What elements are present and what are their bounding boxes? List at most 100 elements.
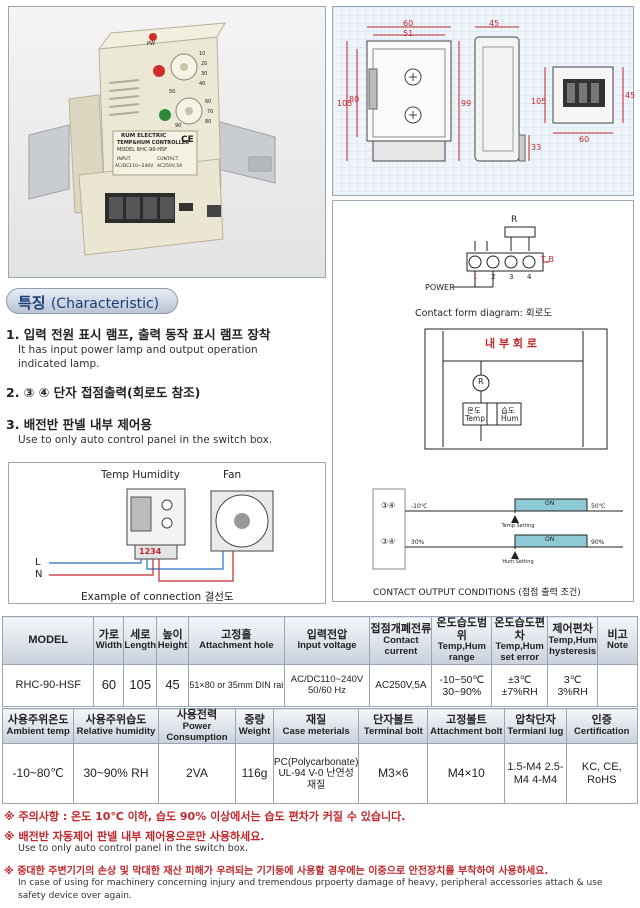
table-row: RHC-90-HSF 60 105 45 51×80 or 35mm DIN r… [1,664,638,708]
line-n-label: N [35,569,43,580]
cell-terminal-bolt: M3×6 [358,743,429,805]
characteristic-title: 특징 (Characteristic) [18,292,159,313]
on-label-hum: ON [545,536,555,543]
table-row: -10~80℃ 30~90% RH 2VA 116g PC(Polycarbon… [1,743,639,805]
terminal-numbers: 1234 [139,547,162,556]
input-value: AC/DC110~240V [115,164,154,169]
product-illustration [28,22,276,256]
hum-kr-label: 습도 [501,406,515,415]
hum-en-label: Hum [501,414,519,423]
contact-form-caption: Contact form diagram: 회로도 [415,308,553,319]
dial-mark: 80 [205,119,212,125]
note-panel-only-en: Use to only auto control panel in the sw… [18,843,248,854]
dim-height-right: 99 [461,99,472,108]
char-item-1: 1. 입력 전원 표시 램프, 출력 동작 표시 램프 장착 [6,327,271,342]
dimension-drawing: 60 51 105 80 99 45 105 33 60 45 [332,6,636,196]
char-item-3-en: Use to only auto control panel in the sw… [18,434,273,446]
tb-label: T,B [541,255,554,264]
cell-case-materials: PC(Polycarbonate) UL-94 V-0 난연성 재질 [272,743,360,805]
hum-high-label: 90% [591,539,605,546]
cell-width: 60 [93,664,125,708]
dial-mark: 10 [199,51,206,57]
temp-humidity-label: Temp Humidity [101,469,180,481]
output-2-label: ③④ [381,537,396,546]
dim-top-height: 45 [625,91,636,100]
cell-set-error: ±3℃ ±7%RH [491,664,549,708]
note-safety: ※ 중대한 주변기기의 손상 및 막대한 재산 피해가 우려되는 기기등에 사용… [4,866,549,877]
cell-certification: KC, CE, RoHS [565,743,639,805]
dial-mark: 50 [169,89,176,95]
characteristic-badge [6,288,178,314]
cell-weight: 116g [235,743,274,805]
dim-side-width: 45 [489,19,500,28]
cell-height: 45 [156,664,190,708]
char-item-1-en: It has input power lamp and output opera… [18,344,258,356]
char-item-2: 2. ③ ④ 단자 접점출력(회로도 참조) [6,385,201,400]
characteristic-title-en: (Characteristic) [50,296,160,312]
terminal-2: 2 [491,273,496,281]
output-conditions-caption: CONTACT OUTPUT CONDITIONS (접점 출력 조건) [373,588,581,598]
header-model: MODEL [1,615,95,666]
connection-example: Temp Humidity Fan 1234 L N Example of co… [8,462,326,604]
char-item-3: 3. 배전반 판넬 내부 제어용 [6,417,152,432]
dim-height-inner: 80 [349,95,360,104]
cell-ambient-temp: -10~80℃ [1,743,75,805]
terminal-3: 3 [509,273,514,281]
dim-front-width: 60 [403,19,414,28]
cell-length: 105 [123,664,158,708]
line-l-label: L [35,557,41,568]
dial-mark: 40 [199,81,206,87]
internal-circuit-title: 내 부 회 로 [485,337,537,350]
output-1-label: ③④ [381,501,396,510]
hum-setting-label: Hum Setting [502,559,534,565]
cell-attachment-bolt: M4×10 [427,743,506,805]
temp-low-label: -10℃ [411,503,428,510]
hum-low-label: 30% [411,539,425,546]
dial-mark: 60 [205,99,212,105]
connection-wiring [49,488,274,582]
note-safety-en: safety device over again. [18,891,132,901]
temp-high-label: 50℃ [591,503,606,510]
relay-r-label: R [478,377,484,386]
dim-bottom: 33 [531,143,542,152]
input-label: INPUT [117,157,131,162]
cell-input-voltage: AC/DC110~240V 50/60 Hz [283,664,371,708]
cell-contact-current: AC250V,5A [369,664,433,708]
cell-attachment-hole: 51×80 or 35mm DIN rai [188,664,285,708]
dim-side-height: 105 [531,97,547,106]
dial-mark: 70 [207,109,214,115]
cell-power: 2VA [157,743,237,805]
connection-caption: Example of connection 결선도 [81,591,234,603]
char-item-1-en: indicated lamp. [18,358,100,370]
power-lamp-label: PW [147,41,155,47]
brand-label: RUM ELECTRIC [121,133,167,139]
cell-range: -10~50℃ 30~90% [431,664,493,708]
model-label: MODEL RHC-90-HSF [117,147,168,153]
note-caution: ※ 주의사항 : 온도 10℃ 이하, 습도 90% 이상에서는 습도 편차가 … [4,810,406,823]
product-label: TEMP&HUM CONTROLLER [117,140,190,146]
dim-height: 105 [337,99,353,108]
temp-kr-label: 온도 [467,406,481,415]
cell-model: RHC-90-HSF [1,664,95,708]
characteristic-title-kr: 특징 [18,294,46,312]
contact-label: CONTACT [157,157,179,162]
dial-mark: 30 [201,71,208,77]
circuit-lines [372,226,623,570]
